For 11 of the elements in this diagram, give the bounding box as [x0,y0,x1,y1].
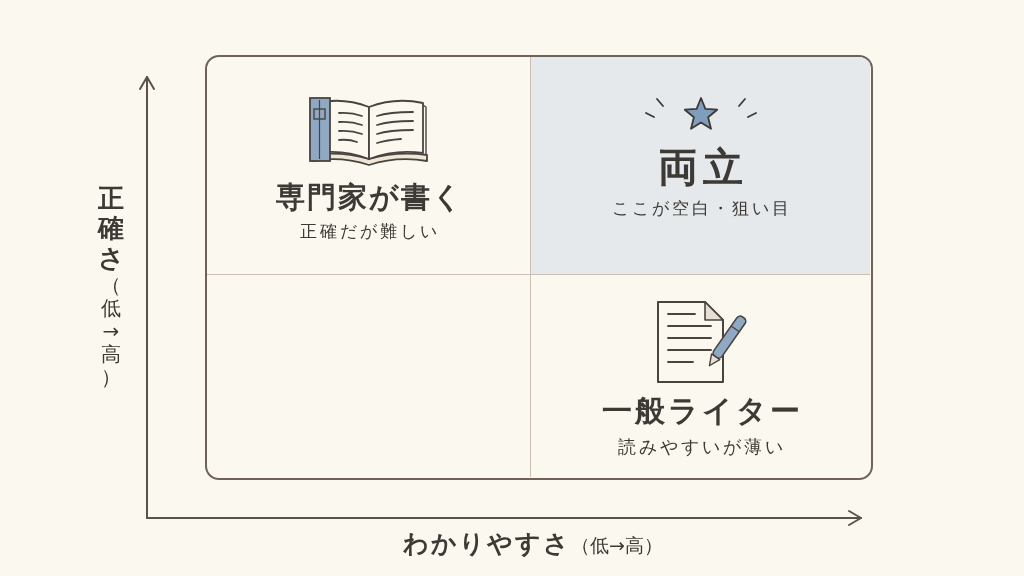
quadrant-title: 一般ライター [600,394,803,429]
highlighted-quadrant [531,57,870,275]
quadrant-description: 読みやすいが薄い [617,435,786,458]
matrix-frame [205,55,873,480]
quadrant-description: 正確だが難しい [299,221,440,242]
axis-label: わかりやすさ（低→高） [403,529,663,559]
axis-label: 正確さ（低→高） [96,184,126,389]
quadrant-title: 両立 [657,144,748,190]
quadrant-title: 専門家が書く [274,181,464,215]
quadrant-description: ここが空白・狙い目 [611,198,792,219]
quadrant-panel [207,274,531,477]
